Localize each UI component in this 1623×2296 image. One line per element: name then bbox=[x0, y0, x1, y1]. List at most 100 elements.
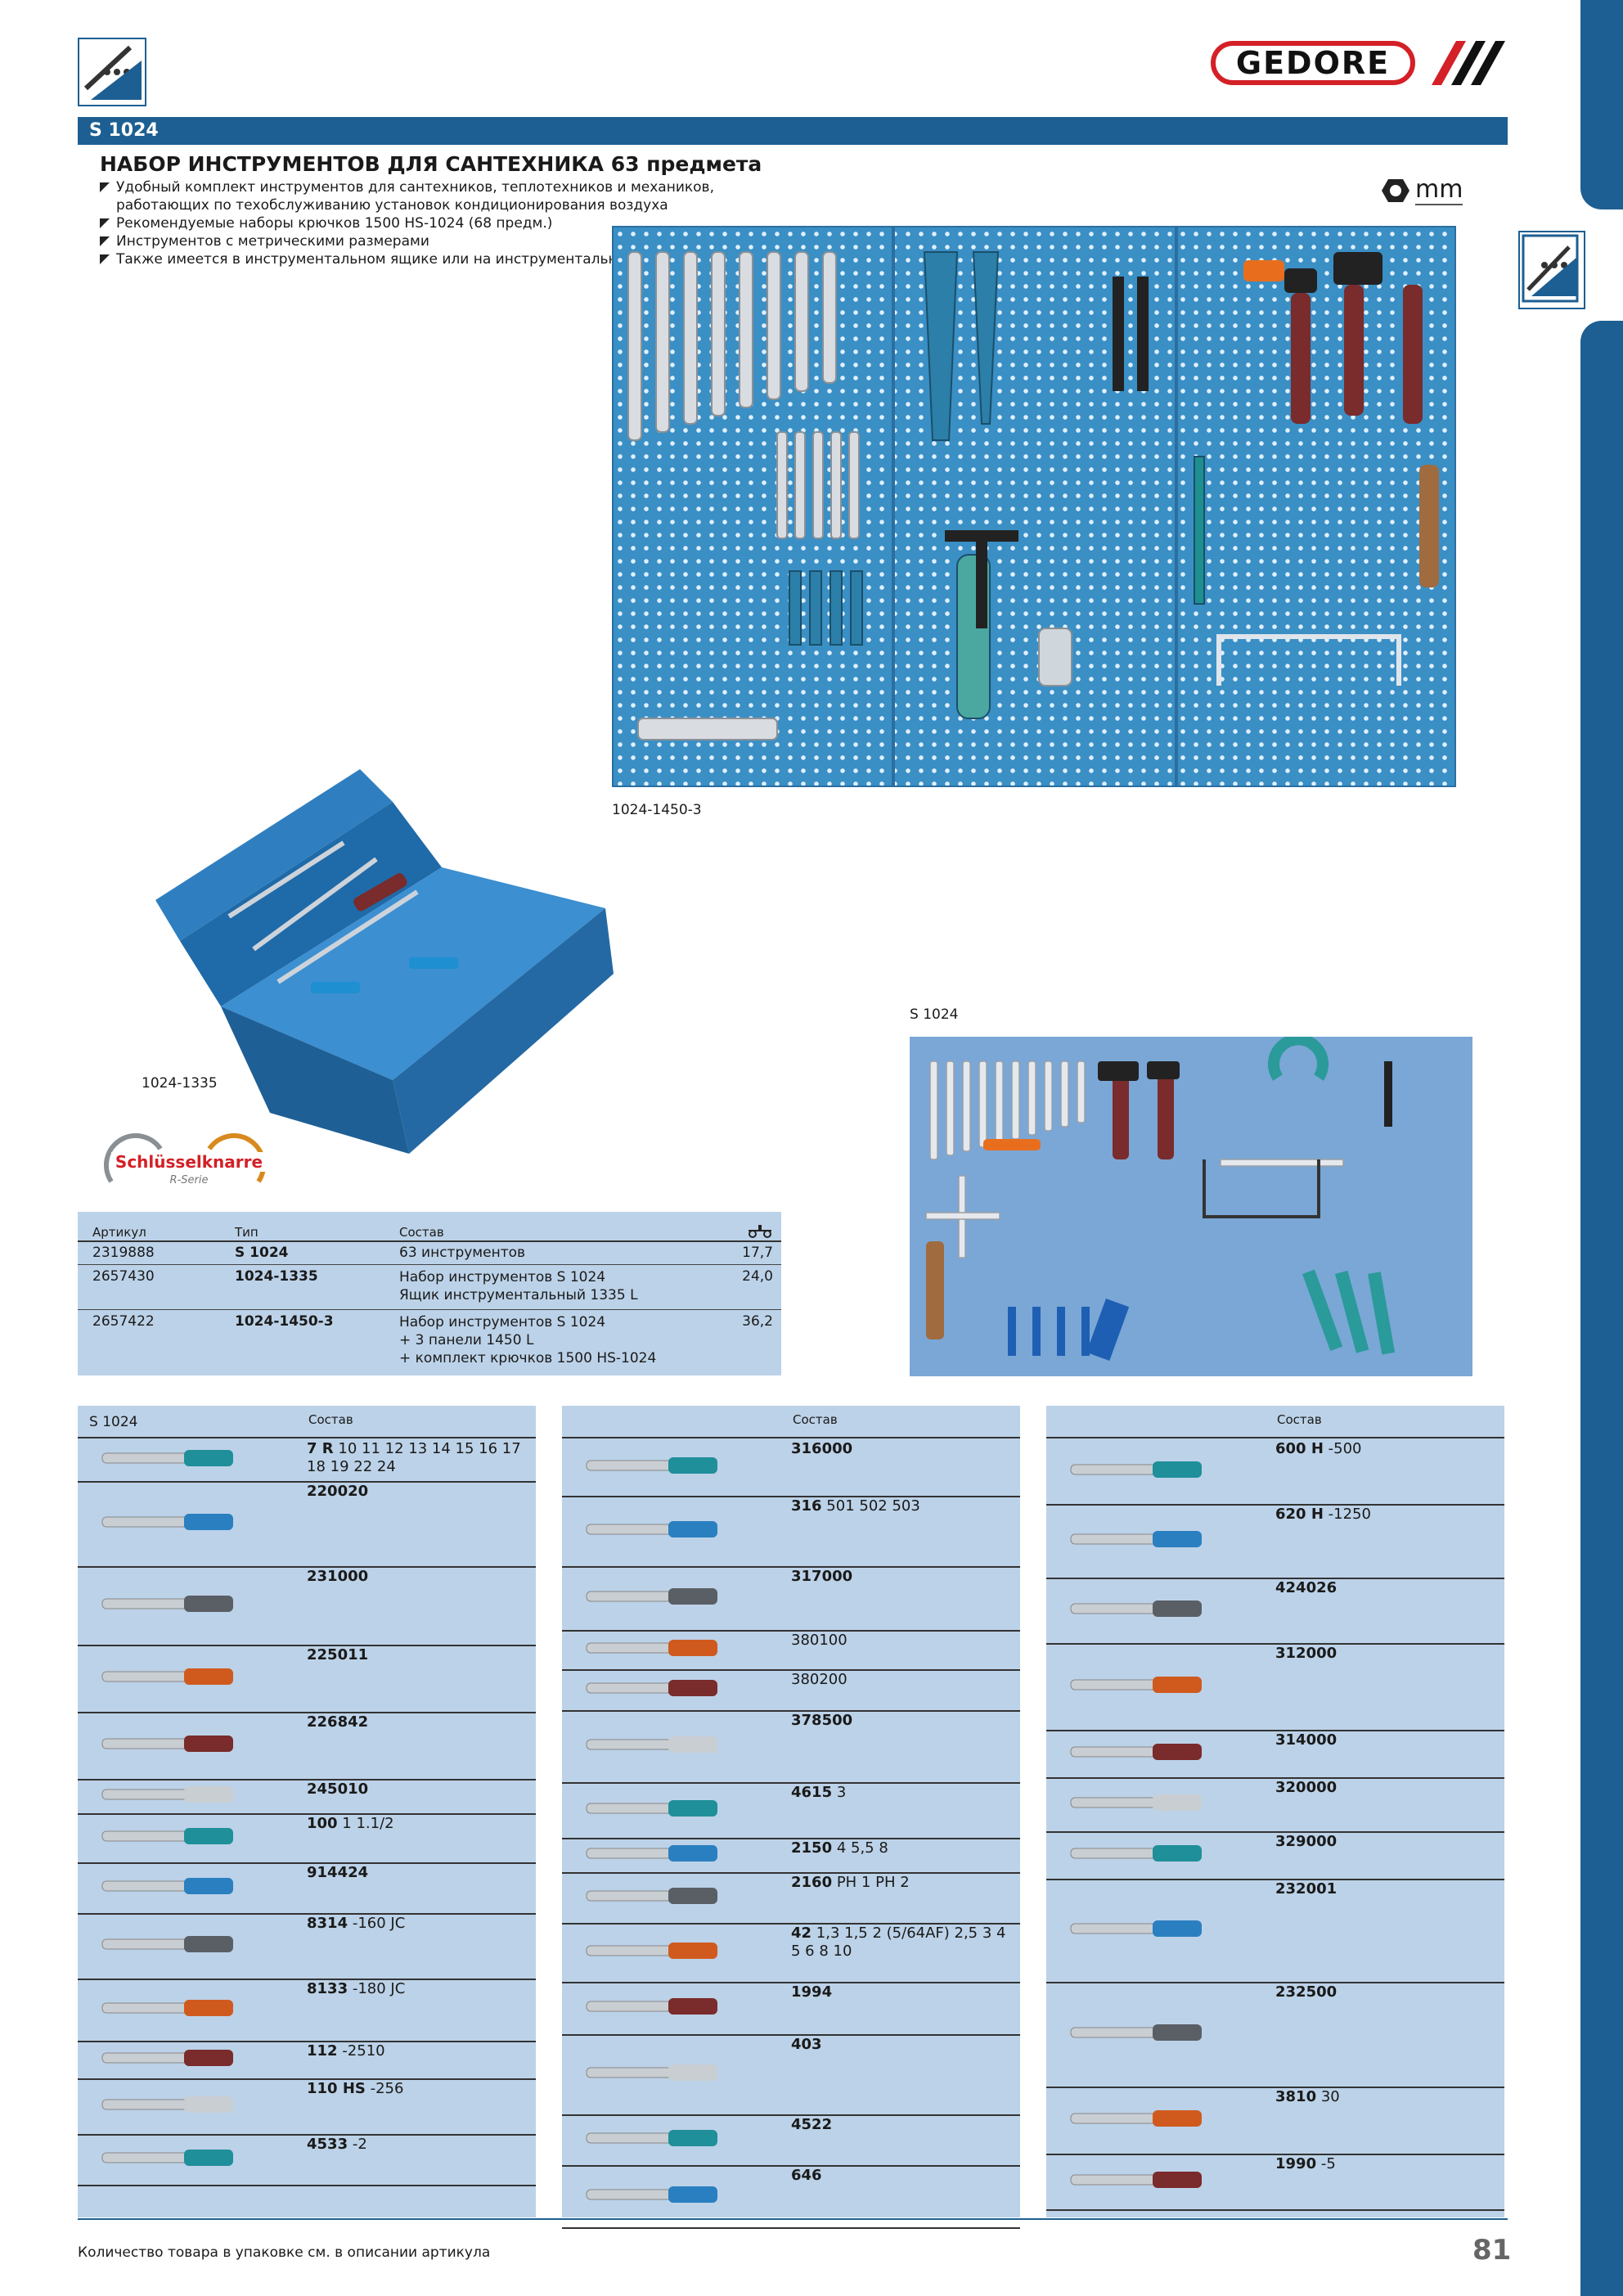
composition-set-label: S 1024 bbox=[89, 1414, 138, 1430]
composition-row: 2150 4 5,5 8 bbox=[562, 1838, 1020, 1874]
feature-item: Рекомендуемые наборы крючков 1500 HS-102… bbox=[100, 214, 722, 232]
table-row: 2657430 1024-1335 Набор инструментов S 1… bbox=[78, 1265, 781, 1310]
brand-logo: GEDORE bbox=[1211, 41, 1415, 85]
composition-code-bold: 378500 bbox=[791, 1712, 853, 1729]
composition-code-sizes: -500 bbox=[1323, 1440, 1362, 1457]
blank-icon bbox=[578, 2167, 742, 2229]
tool-panel-photo bbox=[612, 226, 1456, 787]
composition-row: 110 HS -256 bbox=[78, 2078, 536, 2136]
composition-code: 4522 bbox=[791, 2116, 1012, 2134]
water-pump-pliers-icon bbox=[94, 1864, 258, 1915]
socket-icon bbox=[1063, 1731, 1226, 1779]
pipe-wrench-icon bbox=[94, 1815, 258, 1864]
col-header-type: Тип bbox=[235, 1225, 259, 1240]
composition-code-bold: 620 H bbox=[1275, 1506, 1324, 1523]
composition-code: 110 HS -256 bbox=[307, 2080, 528, 2098]
composition-code: 4533 -2 bbox=[307, 2136, 528, 2154]
composition-code: 314000 bbox=[1275, 1731, 1496, 1749]
composition-code-sizes: -2 bbox=[348, 2136, 367, 2153]
feature-list: Удобный комплект инструментов для сантех… bbox=[100, 178, 722, 268]
sledge-hammer-icon bbox=[1063, 1506, 1226, 1579]
composition-code: 380100 bbox=[791, 1632, 1012, 1650]
ratchet-wrench-icon bbox=[94, 1440, 258, 1483]
page-number: 81 bbox=[1472, 2234, 1512, 2267]
bottom-rule bbox=[78, 2218, 1508, 2220]
toolbox-photo bbox=[155, 769, 614, 1154]
ring-spanner-icon bbox=[1063, 2088, 1226, 2155]
pliers-icon bbox=[94, 1980, 258, 2042]
hex-nut-icon bbox=[1382, 178, 1409, 202]
panel-divider bbox=[892, 227, 895, 786]
composition-row: 316000 bbox=[562, 1438, 1020, 1497]
hammer-icon bbox=[1063, 1440, 1226, 1506]
composition-code-sizes: 501 502 503 bbox=[821, 1497, 920, 1515]
composition-code: 245010 bbox=[307, 1781, 528, 1799]
composition-code-bold: 1994 bbox=[791, 1983, 833, 2001]
pencil-icon bbox=[94, 2042, 258, 2080]
composition-code-bold: 232500 bbox=[1275, 1983, 1338, 2001]
badge-main-text: Schlüsselknarre bbox=[115, 1152, 263, 1172]
composition-code: 100 1 1.1/2 bbox=[307, 1815, 528, 1833]
composition-code-bold: 4615 bbox=[791, 1784, 833, 1801]
composition-code-sizes: 1 1.1/2 bbox=[337, 1815, 394, 1832]
composition-code: 320000 bbox=[1275, 1779, 1496, 1797]
composition-code-bold: 112 bbox=[307, 2042, 338, 2060]
composition-code: 378500 bbox=[791, 1712, 1012, 1730]
composition-code: 7 R 10 11 12 13 14 15 16 17 18 19 22 24 bbox=[307, 1440, 528, 1476]
composition-code-sizes: 30 bbox=[1316, 2088, 1340, 2105]
set-caption: S 1024 bbox=[910, 1006, 959, 1023]
composition-code: 232001 bbox=[1275, 1880, 1496, 1898]
composition-code-bold: 4522 bbox=[791, 2116, 833, 2133]
composition-code-bold: 403 bbox=[791, 2036, 822, 2053]
composition-code: 646 bbox=[791, 2167, 1012, 2185]
composition-row: 314000 bbox=[1046, 1730, 1504, 1779]
folding-rule-icon bbox=[94, 2136, 258, 2186]
composition-code-bold: 8133 bbox=[307, 1980, 348, 1997]
composition-code: 312000 bbox=[1275, 1645, 1496, 1663]
composition-row: 7 R 10 11 12 13 14 15 16 17 18 19 22 24 bbox=[78, 1438, 536, 1483]
composition-row: 112 -2510 bbox=[78, 2041, 536, 2080]
deburring-tool-icon bbox=[1063, 1983, 1226, 2088]
knife-icon bbox=[578, 2116, 742, 2167]
article-bar: S 1024 bbox=[78, 117, 1508, 145]
composition-row: 231000 bbox=[78, 1566, 536, 1646]
composition-code-bold: 312000 bbox=[1275, 1645, 1338, 1662]
composition-code-sizes: 380100 bbox=[791, 1632, 847, 1649]
set-tools-illustration bbox=[925, 1033, 1396, 1362]
composition-code: 225011 bbox=[307, 1646, 528, 1664]
side-tools-icon bbox=[1518, 231, 1585, 309]
footer-note: Количество товара в упаковке см. в описа… bbox=[78, 2244, 491, 2261]
combination-pliers-icon bbox=[94, 1915, 258, 1980]
article-code: 2319888 bbox=[92, 1245, 155, 1261]
composition-code-bold: 42 bbox=[791, 1925, 812, 1942]
composition-code-bold: 110 HS bbox=[307, 2080, 366, 2097]
screwdriver-icon bbox=[578, 1839, 742, 1874]
article-type: 1024-1450-3 bbox=[235, 1313, 334, 1330]
composition-code-bold: 2160 bbox=[791, 1874, 833, 1891]
composition-code: 2160 PH 1 PH 2 bbox=[791, 1874, 1012, 1892]
composition-code: 4615 3 bbox=[791, 1784, 1012, 1802]
composition-row: 225011 bbox=[78, 1645, 536, 1713]
composition-row: 380200 bbox=[562, 1669, 1020, 1712]
composition-row: 914424 bbox=[78, 1862, 536, 1915]
composition-code-bold: 245010 bbox=[307, 1781, 369, 1798]
composition-code: 380200 bbox=[791, 1671, 1012, 1689]
screwdriver-icon bbox=[578, 1784, 742, 1839]
composition-row: 220020 bbox=[78, 1481, 536, 1568]
article-type: 1024-1335 bbox=[235, 1268, 318, 1285]
toolbox-caption: 1024-1335 bbox=[142, 1075, 218, 1092]
deburrer-icon bbox=[94, 1781, 258, 1815]
composition-code-bold: 646 bbox=[791, 2167, 822, 2184]
unit-label: mm bbox=[1415, 175, 1463, 205]
composition-row: 1990 -5 bbox=[1046, 2154, 1504, 2211]
composition-code-bold: 329000 bbox=[1275, 1833, 1338, 1850]
composition-code: 316 501 502 503 bbox=[791, 1497, 1012, 1515]
composition-header: Состав bbox=[1046, 1406, 1504, 1438]
composition-code-sizes: PH 1 PH 2 bbox=[832, 1874, 910, 1891]
category-tools-icon bbox=[78, 38, 146, 106]
side-tab-top bbox=[1580, 0, 1623, 209]
composition-code-sizes: -180 JC bbox=[348, 1980, 406, 1997]
panel-divider bbox=[1175, 227, 1178, 786]
composition-code: 914424 bbox=[307, 1864, 528, 1882]
